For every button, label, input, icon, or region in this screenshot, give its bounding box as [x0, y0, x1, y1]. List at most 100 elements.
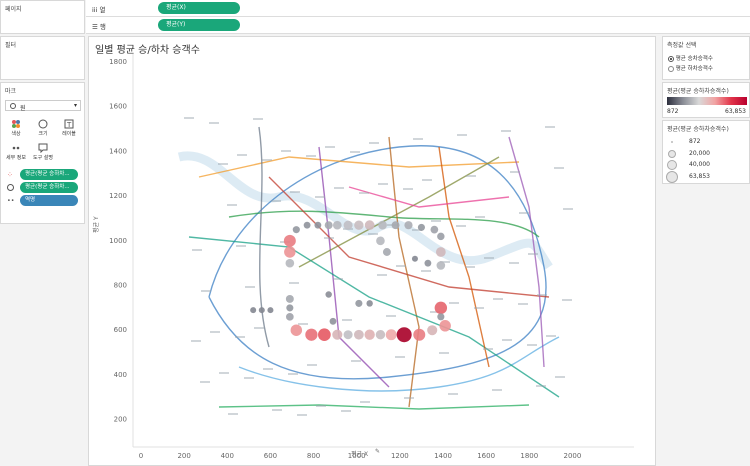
pages-title: 페이지	[5, 6, 22, 13]
data-point	[303, 221, 311, 229]
size-circle-icon	[668, 150, 676, 158]
radio-checked-icon	[668, 55, 674, 62]
color-field-pill[interactable]: 평균(평균 승하차...	[20, 169, 78, 180]
y-tick-label: 1400	[109, 147, 127, 155]
station-label	[440, 261, 450, 263]
x-tick-label: 1800	[520, 452, 538, 460]
y-tick-label: 800	[114, 282, 127, 290]
color-min-label: 872	[667, 108, 679, 115]
data-point	[364, 220, 375, 231]
subway-line	[198, 156, 520, 178]
label-label: 레이블	[62, 131, 76, 137]
data-point	[318, 328, 331, 342]
x-tick-label: 1200	[391, 452, 409, 460]
size-field-pill[interactable]: 평균(평균 승하차...	[20, 182, 78, 193]
station-label	[244, 377, 254, 379]
station-label	[201, 290, 211, 292]
measure-title: 측정값 선택	[667, 42, 697, 49]
mark-type-value: 원	[20, 105, 26, 112]
data-point	[391, 221, 400, 230]
station-label	[466, 175, 476, 177]
data-point	[355, 299, 363, 307]
label-button[interactable]: T 레이블	[59, 117, 79, 139]
columns-pill[interactable]: 평균(X)	[158, 2, 240, 14]
color-legend-title: 평균(평균 승하차승객수)	[667, 88, 729, 95]
data-point	[258, 307, 265, 314]
station-label	[475, 216, 485, 218]
data-point	[285, 258, 295, 268]
subway-line	[268, 176, 550, 298]
data-point	[325, 291, 332, 298]
size-legend-panel: 평균(평균 승하차승객수) 872 20,000 40,000 63,853	[662, 120, 750, 184]
data-point	[411, 255, 418, 262]
station-label	[474, 307, 484, 309]
color-dots-icon: ⁘	[7, 171, 13, 179]
detail-field-pill[interactable]: 역명	[20, 195, 78, 206]
columns-icon: iii	[92, 6, 98, 14]
station-label	[341, 410, 351, 412]
station-label	[254, 327, 264, 329]
station-label	[501, 130, 511, 132]
y-tick-label: 1800	[109, 58, 127, 66]
station-label	[518, 303, 528, 305]
station-label	[351, 360, 361, 362]
subway-line	[348, 186, 510, 208]
station-label	[527, 344, 537, 346]
station-label	[439, 352, 449, 354]
size-label: 20,000	[689, 150, 710, 157]
columns-shelf[interactable]: iii 열 평균(X)	[86, 0, 750, 17]
radio-option-boarding[interactable]: 평균 승차승객수	[668, 54, 713, 62]
x-tick-label: 2000	[564, 452, 582, 460]
y-tick-label: 1200	[109, 192, 127, 200]
tooltip-label: 도구 설명	[33, 155, 53, 161]
size-label: 크기	[38, 131, 48, 137]
station-label	[396, 265, 406, 267]
station-label	[263, 368, 273, 370]
station-label	[536, 385, 546, 387]
station-label	[228, 413, 238, 415]
size-label: 63,853	[689, 173, 710, 180]
x-tick-label: 0	[139, 452, 143, 460]
data-point	[354, 329, 364, 340]
data-point	[305, 328, 318, 341]
station-label	[509, 262, 519, 264]
x-tick-label: 1000	[348, 452, 366, 460]
data-point	[284, 246, 296, 258]
y-tick-label: 400	[114, 371, 127, 379]
rows-pill[interactable]: 평균(Y)	[158, 19, 240, 31]
columns-shelf-label: iii 열	[92, 4, 105, 14]
mark-type-dropdown[interactable]: 원 ▾	[5, 100, 81, 112]
data-point	[286, 304, 294, 312]
detail-button[interactable]: 세부 정보	[6, 141, 26, 163]
station-label	[457, 134, 467, 136]
subway-line	[508, 136, 545, 368]
data-point	[434, 301, 448, 315]
rows-shelf[interactable]: ☰ 행 평균(Y)	[86, 17, 750, 34]
subway-line	[258, 126, 270, 348]
station-label	[298, 323, 308, 325]
data-point	[396, 327, 412, 343]
data-point	[343, 330, 353, 340]
data-point	[366, 300, 373, 307]
detail-icon: ∙∙	[7, 197, 15, 204]
size-circle-icon	[38, 119, 48, 129]
radio-option-alighting[interactable]: 평균 하차승객수	[668, 64, 713, 72]
station-label	[324, 237, 334, 239]
y-tick-label: 600	[114, 326, 127, 334]
data-point	[427, 325, 438, 336]
station-label	[200, 381, 210, 383]
chevron-down-icon: ▾	[73, 102, 77, 109]
svg-text:T: T	[66, 121, 72, 129]
color-button[interactable]: 색상	[6, 117, 26, 139]
x-tick-label: 800	[307, 452, 320, 460]
filters-panel[interactable]: 필터	[0, 36, 85, 80]
station-label	[184, 117, 194, 119]
x-tick-label: 200	[177, 452, 190, 460]
station-label	[218, 163, 228, 165]
rows-shelf-label: ☰ 행	[92, 21, 106, 31]
station-label	[413, 138, 423, 140]
data-point	[324, 221, 333, 230]
tooltip-button[interactable]: 도구 설명	[33, 141, 53, 163]
size-button[interactable]: 크기	[33, 117, 53, 139]
